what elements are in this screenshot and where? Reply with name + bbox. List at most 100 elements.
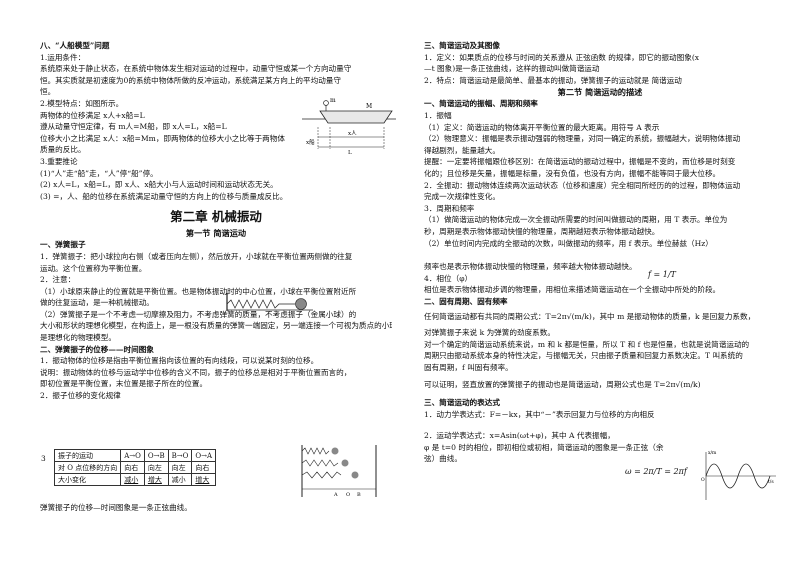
text-line: 2．运动学表达式：x=Asin(ωt+φ)，其中 A 代表振幅， xyxy=(424,431,615,441)
text-line: （2）物理意义：振幅是表示振动强弱的物理量，对同一确定的系统，振幅越大，说明物体… xyxy=(424,134,741,144)
text-line: 秒，周期是表示物体振动快慢的物理量，周期越短表示物体振动越快。 xyxy=(424,226,660,236)
text-line: 位移大小之比满足 x人：x船=Mm，即两物体的位移大小之比等于两物体 xyxy=(40,133,285,143)
text-line: 任何简谐运动都有共同的周期公式：T=2π√(m/k)，其中 m 是振动物体的质量… xyxy=(424,312,756,322)
fig-label-L: L xyxy=(348,150,352,155)
displacement-table: 振子的运动 A→O O→B B→O O→A 对 O 点位移的方向 向右 向左 向… xyxy=(53,449,217,486)
text-line: 2．特点：简谐运动是最简单、最基本的振动，弹簧振子的运动就是 简谐运动 xyxy=(424,75,682,85)
text-line: 1．振幅 xyxy=(424,110,452,120)
text-line: （1）定义：简谐运动的物体离开平衡位置的最大距离。用符号 A 表示 xyxy=(424,122,660,132)
table-cell: 增大 xyxy=(143,473,169,486)
text-line: 相位是表示物体振动步调的物理量，用相位来描述简谐运动在一个全振动中所处的阶段。 xyxy=(424,285,721,295)
section-title: 第二节 简谐运动的描述 xyxy=(557,87,643,98)
section-8-title: 八、“人船模型”问题 xyxy=(40,41,110,50)
text-line: 是理想化的物理模型。 xyxy=(40,333,116,343)
text-line: （2）弹簧振子是一个不考虑一切摩擦及阻力，不考虑弹簧的质量，不考虑振子（金属小球… xyxy=(40,309,357,319)
graph-label-origin: O xyxy=(701,477,705,483)
table-header-cell: 振子的运动 xyxy=(53,449,122,462)
table-cell: 大小变化 xyxy=(53,473,122,486)
text-line: 2．注意： xyxy=(40,275,76,285)
chapter-title: 第二章 机械振动 xyxy=(170,209,262,225)
text-line: 1．定义：如果质点的位移与时间的关系遵从 正弦函数 的规律，即它的振动图象(x xyxy=(424,52,700,62)
text-line: 提醒：一定要将振幅跟位移区别：在简谐运动的振动过程中，振幅是不变的，而位移是时刻… xyxy=(424,157,736,167)
text-line: 3.重要推论 xyxy=(40,156,78,166)
table-row: 对 O 点位移的方向 向右 向左 向左 向右 xyxy=(53,461,217,474)
boat-model-figure: M m x船 x人 L xyxy=(302,97,396,155)
text-line: 恒。其实质就是初速度为0的系统中物体所做的反冲运动，系统满足某方向上的平均动量守 xyxy=(40,75,341,85)
frequency-formula: f = 1/T xyxy=(648,270,676,279)
text-line: 质量的反比。 xyxy=(40,145,86,155)
subsection-title: 一、弹簧振子 xyxy=(40,240,86,250)
text-line: 两物体的位移满足 x人+x船=L xyxy=(40,110,145,120)
table-header-cell: B→O xyxy=(167,449,193,462)
text-line: (1)“人”走“船”走，“人”停“船”停。 xyxy=(40,168,158,178)
text-line: （2）单位时间内完成的全振动的次数，叫做振动的频率，用 f 表示。单位赫兹（Hz… xyxy=(424,238,713,248)
table-cell: 向右 xyxy=(191,461,217,474)
item-number-3: 3 xyxy=(41,454,46,463)
text-line: —t 图象)是一条正弦曲线，这样的振动叫做简谐运动 xyxy=(424,64,600,74)
text-line: 频率也是表示物体振动快慢的物理量，频率越大物体振动越快。 xyxy=(424,262,637,272)
text-line: 2．振子位移的变化规律 xyxy=(40,391,121,401)
text-line: 2.模型特点：如图所示。 xyxy=(40,98,124,108)
table-row: 大小变化 减小 增大 减小 增大 xyxy=(53,473,217,486)
left-column: 八、“人船模型”问题 1.运用条件： 系统原来处于静止状态，在系统中物体发生相对… xyxy=(40,40,392,402)
spring-stack-figure: A O B xyxy=(301,445,377,498)
spring-oscillator-figure xyxy=(226,293,313,311)
text-line: 恒。 xyxy=(40,87,56,97)
text-line: 遵从动量守恒定律，有 m人=M船，即 x人=L，x船=L xyxy=(40,122,227,132)
table-cell: 减小 xyxy=(167,473,193,486)
fig-label-xman: x人 xyxy=(348,130,357,137)
text-line: 周期只由振动系统本身的特性决定，与振幅无关，只由振子质量和回复力系数决定。T 叫… xyxy=(424,351,743,361)
table-cell: 向右 xyxy=(120,461,145,474)
table-header-cell: O→B xyxy=(143,449,169,462)
text-line: 完成一次规律性变化。 xyxy=(424,192,500,202)
text-line: 化的；且位移是矢量，振幅是标量，没有负值，也没有方向，振幅不能等同于最大位移。 xyxy=(424,168,721,178)
text-line: 3．周期和频率 xyxy=(424,203,475,213)
text-line: 对弹簧振子来说 k 为弹簧的劲度系数。 xyxy=(424,328,555,338)
subsection-title: 二、固有周期、固有频率 xyxy=(424,296,508,306)
table-cell: 对 O 点位移的方向 xyxy=(53,461,122,474)
text-line: 大小和形状的理想化模型，在构造上，是一根没有质量的弹簧一端固定，另一端连接一个可… xyxy=(40,321,392,331)
text-line: 即初位置是平衡位置，末位置是振子所在的位置。 xyxy=(40,379,208,389)
subsection-title: 二、弹簧振子的位移——时间图象 xyxy=(40,344,154,354)
table-header-cell: A→O xyxy=(120,449,145,462)
text-line: 2．全振动：振动物体连续两次运动状态（位移和速度）完全相同所经历的的过程，即物体… xyxy=(424,180,741,190)
text-line: 固有周期，f 叫固有频率。 xyxy=(424,362,513,372)
fig-label-xboat: x船 xyxy=(306,138,315,146)
fig-label-m: m xyxy=(330,97,336,104)
spring-label-B: B xyxy=(357,492,361,498)
text-line: 4．相位（φ） xyxy=(424,273,473,283)
text-line: 1.运用条件： xyxy=(40,52,86,62)
text-line: 得越剧烈，能量越大。 xyxy=(424,145,500,155)
subsection-title: 三、简谐运动及其图像 xyxy=(424,41,500,50)
text-line: 可以证明，竖直放置的弹簧振子的振动也是简谐运动，周期公式也是 T=2π√(m/k… xyxy=(424,380,701,390)
spring-label-A: A xyxy=(333,492,338,498)
spring-label-O: O xyxy=(346,492,350,498)
text-line: 1．弹簧振子：把小球拉向右侧（或者压向左侧），然后放开，小球就在平衡位置两侧做的… xyxy=(40,251,353,261)
table-header-cell: O→A xyxy=(191,449,217,462)
text-line: (3) =，人、船的位移在系统满足动量守恒的方向上的位移与质量成反比。 xyxy=(40,191,288,201)
graph-label-x: x/m xyxy=(708,450,717,456)
table-cell: 增大 xyxy=(191,473,217,486)
subsection-title: 三、简谐运动的表达式 xyxy=(424,398,500,408)
text-line: 运动。这个位置称为平衡位置。 xyxy=(40,263,147,273)
text-line: φ 是 t=0 时的相位，即初相位或初相，简谐运动的图象是一条正弦（余 xyxy=(424,442,664,452)
fig-label-M: M xyxy=(366,103,372,110)
table-cell: 向左 xyxy=(143,461,169,474)
text-line: 1．振动物体的位移是指由平衡位置指向该位置的有向线段，可以说某时刻的位移。 xyxy=(40,356,319,366)
angular-frequency-formula: ω = 2π/T = 2πf xyxy=(625,467,687,476)
text-line: 做的往复运动，是一种机械振动。 xyxy=(40,298,154,308)
text-line: 1．动力学表达式：F=－kx，其中“－”表示回复力与位移的方向相反 xyxy=(424,409,655,419)
text-line: 弹簧振子的位移—时间图象是一条正弦曲线。 xyxy=(40,503,192,512)
text-line: （1）做简谐运动的物体完成一次全振动所需要的时间叫做振动的周期，用 T 表示。单… xyxy=(424,215,728,225)
subsection-title: 一、简谐运动的振幅、周期和频率 xyxy=(424,99,538,109)
graph-label-t: t/s xyxy=(768,479,774,485)
section-title: 第一节 简谐运动 xyxy=(185,228,247,239)
text-line: (2) x人=L，x船=L，即 x人、x船大小与人运动时间和运动状态无关。 xyxy=(40,180,278,190)
table-row: 振子的运动 A→O O→B B→O O→A xyxy=(53,449,217,462)
table-cell: 减小 xyxy=(120,473,145,486)
text-line: 对一个确定的简谐运动系统来说，m 和 k 都是恒量，所以 T 和 f 也是恒量，… xyxy=(424,339,750,349)
text-line: 弦）曲线。 xyxy=(424,454,462,464)
text-line: 系统原来处于静止状态，在系统中物体发生相对运动的过程中，动量守恒或某一个方向动量… xyxy=(40,64,352,74)
text-line: （1）小球原来静止的位置就是平衡位置。也是物体振动时的中心位置，小球在平衡位置附… xyxy=(40,286,357,296)
